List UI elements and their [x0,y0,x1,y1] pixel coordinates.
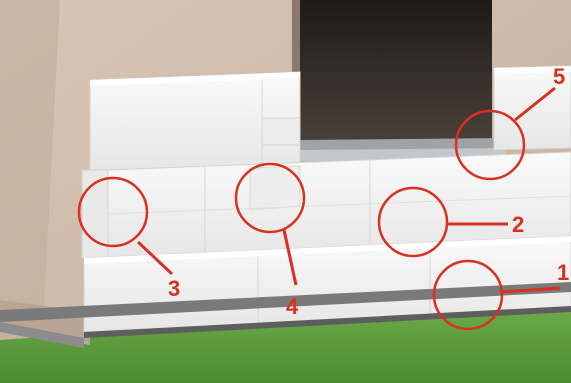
window-opening [292,0,492,143]
callout-3-label: 3 [168,276,180,301]
callout-1-label: 1 [557,260,569,285]
callout-5-label: 5 [553,64,565,89]
callout-4-label: 4 [286,294,299,319]
callout-2-label: 2 [512,212,524,237]
